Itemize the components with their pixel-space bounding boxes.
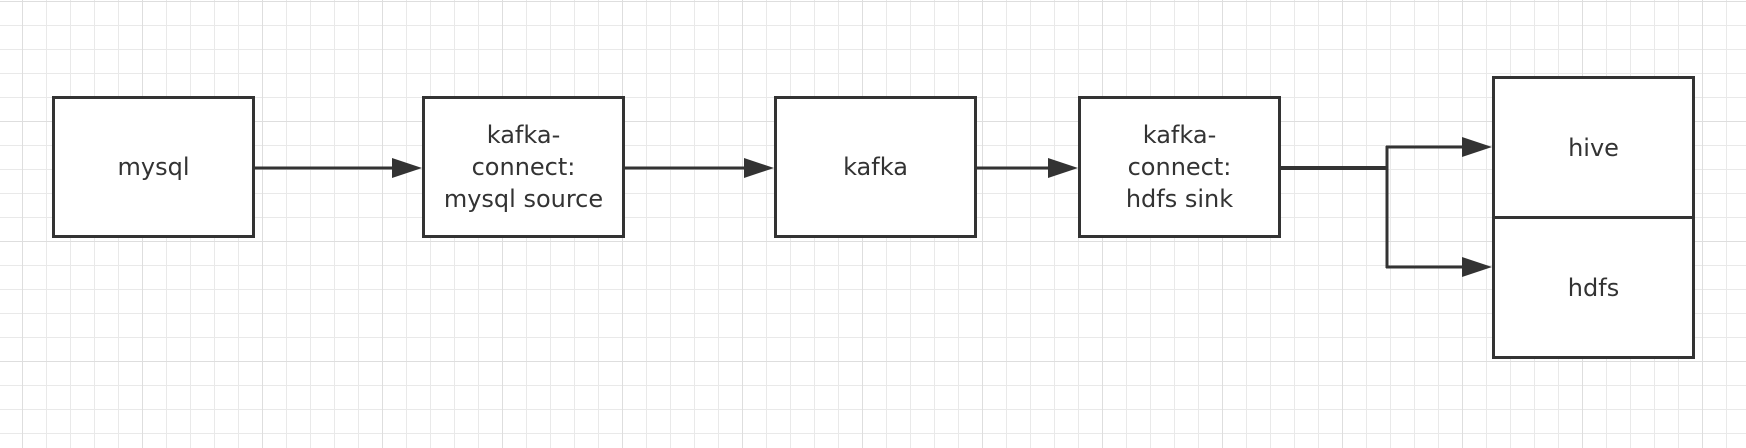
node-label: mysql [117, 153, 190, 181]
node-label: kafka- connect: hdfs sink [1125, 121, 1234, 213]
arrowhead-icon [744, 158, 774, 178]
node-hdfs[interactable]: hdfs [1492, 216, 1695, 359]
node-mysql[interactable]: mysql [52, 96, 255, 238]
node-kafka-connect-hdfs-sink[interactable]: kafka- connect: hdfs sink [1078, 96, 1281, 238]
node-kafka[interactable]: kafka [774, 96, 977, 238]
arrowhead-icon [1048, 158, 1078, 178]
node-label: kafka [843, 153, 908, 181]
node-label: kafka- connect: mysql source [443, 121, 604, 213]
node-kafka-connect-mysql-source[interactable]: kafka- connect: mysql source [422, 96, 625, 238]
node-hive[interactable]: hive [1492, 76, 1695, 219]
arrowhead-icon [392, 158, 422, 178]
node-label: hdfs [1567, 273, 1620, 302]
arrowhead-icon [1462, 257, 1492, 277]
arrowhead-icon [1462, 137, 1492, 157]
node-label: hive [1568, 133, 1619, 162]
